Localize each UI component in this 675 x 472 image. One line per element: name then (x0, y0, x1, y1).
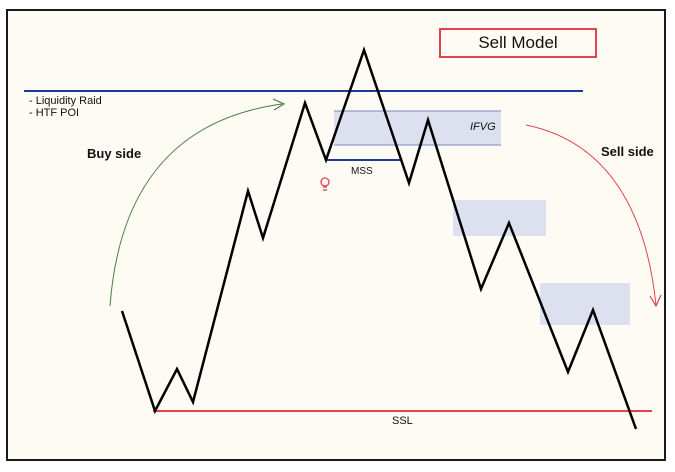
sell-side-arrowhead (649, 294, 662, 308)
sell-side-arrow (525, 124, 657, 306)
note-htf-poi: - HTF POI (29, 107, 80, 119)
fvg-zone-1 (453, 200, 546, 236)
buy-side-arrow (109, 103, 283, 307)
diagram-frame (6, 9, 666, 461)
note-liquidity-raid: - Liquidity Raid (29, 95, 102, 107)
fvg-zone-2 (540, 283, 630, 325)
ifvg-label: IFVG (470, 121, 496, 133)
ssl-label: SSL (392, 415, 413, 427)
price-path (120, 46, 638, 430)
mss-label: MSS (351, 166, 373, 177)
ifvg-zone (334, 111, 501, 145)
title-text: Sell Model (478, 33, 558, 52)
lightbulb-icon (320, 177, 330, 191)
buy-side-arrowhead (272, 98, 286, 111)
sell-side-label: Sell side (601, 144, 654, 159)
buy-side-label: Buy side (87, 146, 142, 161)
poi-notes: - Liquidity Raid - HTF POI (29, 95, 102, 119)
diagram-title: Sell Model (439, 28, 597, 58)
